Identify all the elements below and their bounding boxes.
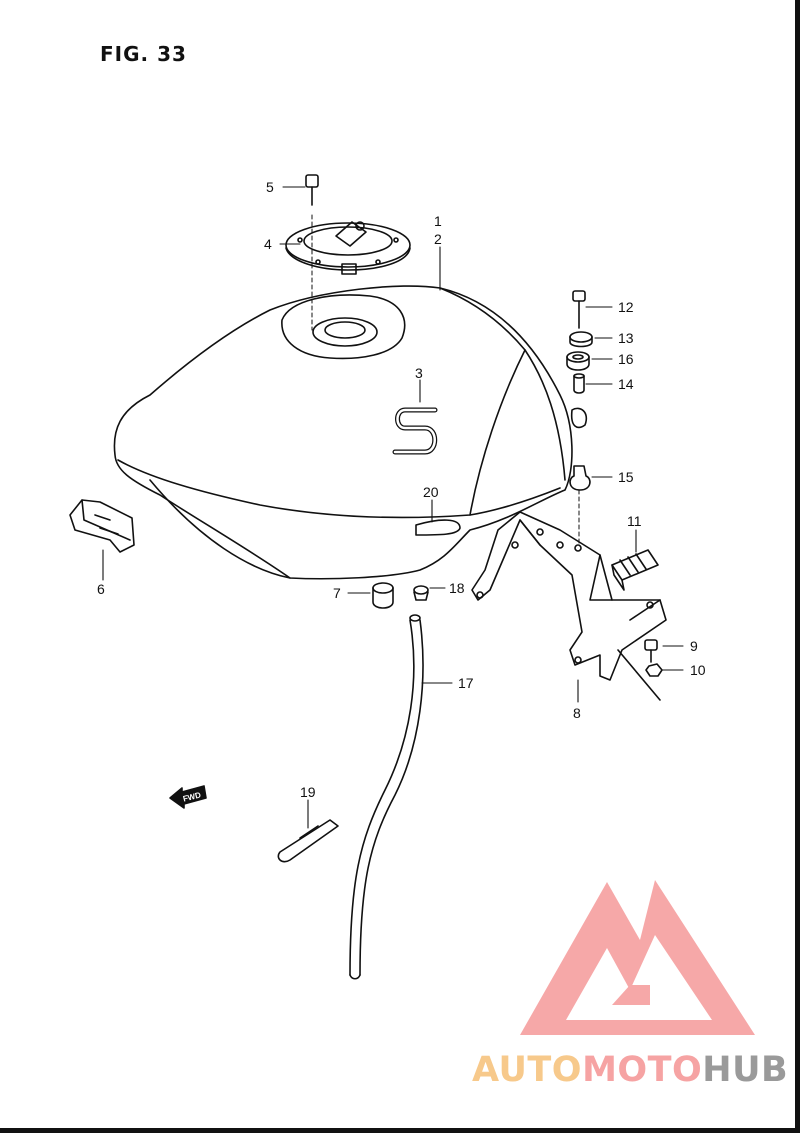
figure-title: FIG. 33 <box>100 42 187 66</box>
washer <box>569 331 593 348</box>
callout-18: 18 <box>449 580 465 596</box>
callout-19: 19 <box>300 784 316 800</box>
watermark-text: AUTOMOTOHUB <box>472 1050 788 1090</box>
callout-7: 7 <box>333 585 341 601</box>
bolt-9 <box>644 639 658 663</box>
callout-2: 2 <box>434 231 442 247</box>
cushion-11 <box>611 549 659 591</box>
callout-8: 8 <box>573 705 581 721</box>
spacer <box>573 373 585 394</box>
callout-20: 20 <box>423 484 439 500</box>
callout-17: 17 <box>458 675 474 691</box>
fuel-tank <box>113 285 588 580</box>
cushion-15 <box>569 465 591 546</box>
callout-12: 12 <box>618 299 634 315</box>
fwd-label: FWD <box>182 790 202 803</box>
callout-13: 13 <box>618 330 634 346</box>
watermark-part-auto: AUTO <box>472 1050 583 1090</box>
tank-bracket <box>471 511 667 701</box>
callout-11: 11 <box>627 513 642 529</box>
callout-3: 3 <box>415 365 423 381</box>
nut-10 <box>645 663 663 677</box>
callout-1: 1 <box>434 213 442 229</box>
callout-16: 16 <box>618 351 634 367</box>
mount-bolt <box>572 290 586 329</box>
watermark-part-moto: MOTO <box>582 1050 703 1090</box>
frame-border-right <box>795 0 800 1133</box>
hose-clip <box>277 819 339 863</box>
callout-5: 5 <box>266 179 274 195</box>
callout-6: 6 <box>97 581 105 597</box>
callout-9: 9 <box>690 638 698 654</box>
fuel-cap <box>285 221 411 275</box>
watermark-logo <box>520 880 755 1035</box>
watermark-part-hub: HUB <box>702 1050 789 1090</box>
callout-15: 15 <box>618 469 634 485</box>
cushion-7 <box>372 582 394 609</box>
hose-clamp <box>413 585 429 601</box>
leader-lines <box>102 186 684 829</box>
callout-4: 4 <box>264 236 272 252</box>
callout-10: 10 <box>690 662 706 678</box>
callout-labels: 1 2 3 4 5 6 7 8 9 10 11 12 13 14 15 16 1… <box>97 179 706 800</box>
collar <box>566 351 590 371</box>
frame-border-bottom <box>0 1128 800 1133</box>
cap-bolt <box>305 174 319 331</box>
cushion-6 <box>69 499 135 553</box>
forward-arrow-icon <box>169 785 207 809</box>
callout-14: 14 <box>618 376 634 392</box>
fuel-hose <box>349 614 424 980</box>
